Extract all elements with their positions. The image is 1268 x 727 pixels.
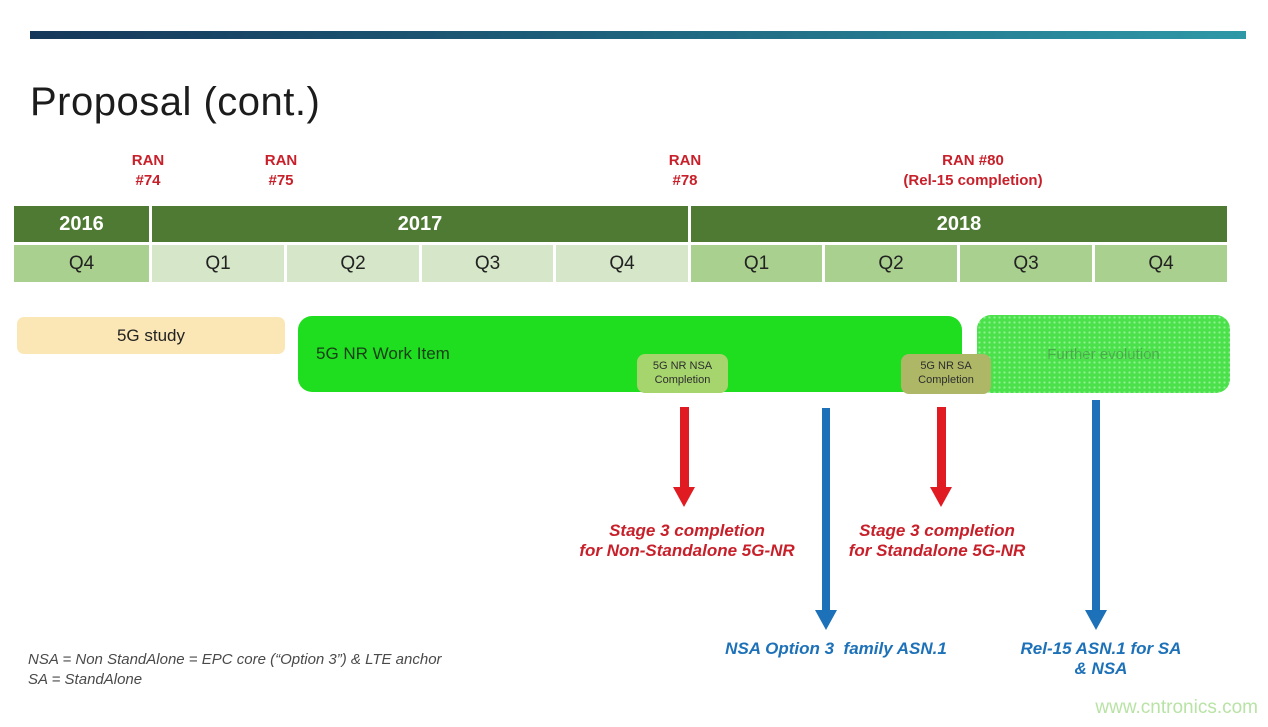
year-cell-2017: 2017 — [152, 206, 688, 242]
stage3-sa-label: Stage 3 completion for Standalone 5G-NR — [848, 521, 1026, 561]
quarter-cell-2017-q2: Q2 — [287, 245, 419, 282]
quarter-cell-2018-q2: Q2 — [825, 245, 957, 282]
nsa-completion-box: 5G NR NSA Completion — [637, 354, 728, 393]
asn1-nsa-arrow — [815, 408, 837, 630]
footnote-nsa: NSA = Non StandAlone = EPC core (“Option… — [28, 651, 442, 668]
title-divider-rule — [30, 31, 1246, 39]
year-cell-2016: 2016 — [14, 206, 149, 242]
arrow-head-icon — [815, 610, 837, 630]
quarter-cell-2016-q4: Q4 — [14, 245, 149, 282]
quarter-cell-2018-q1: Q1 — [691, 245, 822, 282]
arrow-shaft — [1092, 400, 1100, 610]
arrow-head-icon — [1085, 610, 1107, 630]
stage3-nsa-label: Stage 3 completion for Non-Standalone 5G… — [579, 521, 795, 561]
quarter-cell-2017-q1: Q1 — [152, 245, 284, 282]
arrow-head-icon — [673, 487, 695, 507]
page-title: Proposal (cont.) — [30, 80, 321, 124]
milestone-ran-75: RAN #75 — [264, 152, 298, 189]
quarter-cell-2018-q4: Q4 — [1095, 245, 1227, 282]
arrow-shaft — [679, 407, 689, 487]
sa-completion-box: 5G NR SA Completion — [901, 354, 991, 394]
stage3-nsa-arrow — [673, 407, 695, 507]
milestone-ran-74: RAN #74 — [131, 152, 165, 189]
quarter-cell-2018-q3: Q3 — [960, 245, 1092, 282]
study-phase-bar: 5G study — [17, 317, 285, 354]
arrow-shaft — [936, 407, 946, 487]
asn1-rel15-label: Rel-15 ASN.1 for SA & NSA — [1020, 639, 1187, 679]
footnotes: NSA = Non StandAlone = EPC core (“Option… — [28, 650, 442, 691]
milestone-ran-78: RAN #78 — [668, 152, 702, 189]
further-evolution-bar: Further evolution — [977, 315, 1230, 393]
footnote-sa: SA = StandAlone — [28, 671, 143, 689]
milestone-ran-80: RAN #80 (Rel-15 completion) — [903, 152, 1043, 189]
watermark-text: www.cntronics.com — [1095, 697, 1258, 718]
asn1-rel15-arrow — [1085, 400, 1107, 630]
year-cell-2018: 2018 — [691, 206, 1227, 242]
stage3-sa-arrow — [930, 407, 952, 507]
arrow-shaft — [822, 408, 830, 610]
quarter-cell-2017-q3: Q3 — [422, 245, 553, 282]
asn1-nsa-label: NSA Option 3 family ASN.1 — [725, 639, 947, 658]
arrow-head-icon — [930, 487, 952, 507]
work-item-bar: 5G NR Work Item — [298, 316, 962, 392]
quarter-cell-2017-q4: Q4 — [556, 245, 688, 282]
